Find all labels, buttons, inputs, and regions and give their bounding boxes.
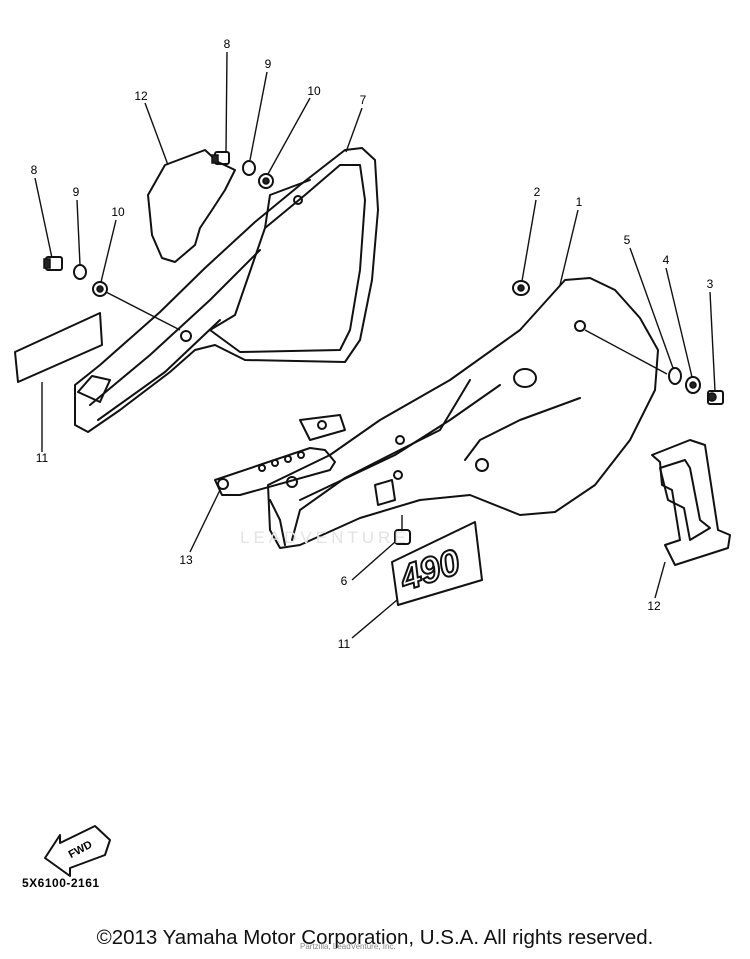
left-decal-11 <box>14 312 103 383</box>
callout-2: 2 <box>534 185 541 199</box>
callout-4: 4 <box>663 253 670 267</box>
left-upper-fasteners <box>211 151 274 189</box>
callout-6: 6 <box>341 574 348 588</box>
callout-9: 9 <box>73 185 80 199</box>
callout-10: 10 <box>307 84 321 98</box>
callout-8: 8 <box>224 37 231 51</box>
left-lower-fasteners <box>43 256 181 331</box>
callout-10: 10 <box>111 205 125 219</box>
callout-11: 11 <box>36 451 49 465</box>
callout-1: 1 <box>576 195 583 209</box>
callout-13: 13 <box>179 553 193 567</box>
diagram-code: 5X6100-2161 <box>22 876 100 890</box>
right-side-cover <box>267 277 659 549</box>
callout-7: 7 <box>360 93 367 107</box>
watermark: LEADVENTURE <box>240 528 410 547</box>
callout-12: 12 <box>134 89 148 103</box>
copyright-notice: ©2013 Yamaha Motor Corporation, U.S.A. A… <box>96 926 654 949</box>
grommet-6 <box>394 515 411 545</box>
small-credit: Partzilla, LeadVenture, Inc. <box>300 942 396 951</box>
decal-490-text: 490 <box>394 541 465 599</box>
leader-lines <box>34 51 716 639</box>
callout-9: 9 <box>265 57 272 71</box>
left-decal-12 <box>147 149 236 263</box>
bracket-13 <box>214 414 346 496</box>
forward-arrow: FWD <box>44 825 111 877</box>
left-side-cover <box>74 147 379 433</box>
callout-8: 8 <box>31 163 38 177</box>
callout-5: 5 <box>624 233 631 247</box>
right-fasteners <box>512 280 724 405</box>
callout-labels: 8 9 10 12 7 8 9 10 11 2 1 5 4 3 13 6 11 … <box>31 37 714 651</box>
callout-12: 12 <box>647 599 661 613</box>
callout-11: 11 <box>338 637 351 651</box>
callout-3: 3 <box>707 277 714 291</box>
decal-number-1 <box>651 439 731 566</box>
